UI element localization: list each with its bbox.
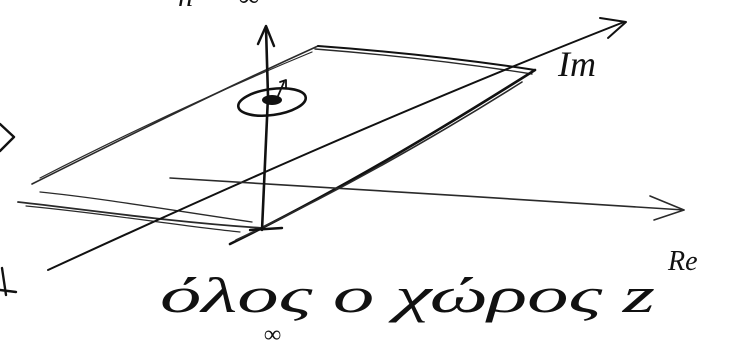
top-label: h = -∞ <box>178 0 260 13</box>
im-axis-arrowhead <box>600 18 626 38</box>
vertical-axis-line <box>262 28 268 230</box>
plane-edge-far-double <box>315 49 532 74</box>
marked-point <box>262 95 282 105</box>
re-axis-label: Re <box>667 246 698 277</box>
im-axis-line <box>48 22 624 270</box>
caption-subscript: ∞ <box>264 322 281 346</box>
im-axis-label: Im <box>557 44 596 84</box>
left-edge-mark <box>0 268 16 295</box>
re-axis-line <box>170 178 684 210</box>
plane-edge-far <box>318 46 535 70</box>
plane-edge-front-triple <box>26 206 240 232</box>
whole-space-caption: όλος ο χώρος z <box>160 267 655 323</box>
left-edge-arrow <box>0 124 14 151</box>
plane-edge-front <box>18 202 262 228</box>
